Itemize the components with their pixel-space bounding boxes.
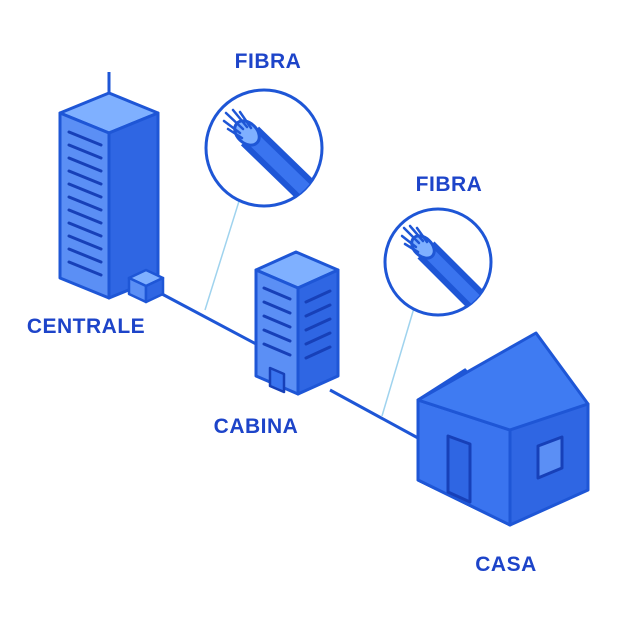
office-tower-icon [58, 72, 165, 304]
label-centrale: CENTRALE [27, 315, 145, 338]
exchange-box [127, 268, 165, 304]
label-cabina: CABINA [214, 415, 299, 438]
label-fibra-top: FIBRA [235, 50, 302, 73]
house-icon [416, 331, 590, 527]
leader-lines [204, 197, 415, 417]
cable-cabina-casa [329, 388, 419, 440]
label-casa: CASA [475, 553, 537, 576]
connection-lines [161, 292, 419, 440]
leader-line-2 [381, 307, 415, 417]
fiber-optic-cable-icon [204, 88, 324, 208]
leader-line-1 [204, 197, 241, 311]
street-cabinet-building-icon [254, 250, 340, 396]
cabina-door [268, 366, 286, 394]
house-door [446, 434, 472, 504]
cable-centrale-cabina [161, 292, 257, 346]
fiber-optic-cable-icon [383, 207, 493, 317]
house-window [536, 435, 564, 480]
label-fibra-right: FIBRA [416, 173, 483, 196]
